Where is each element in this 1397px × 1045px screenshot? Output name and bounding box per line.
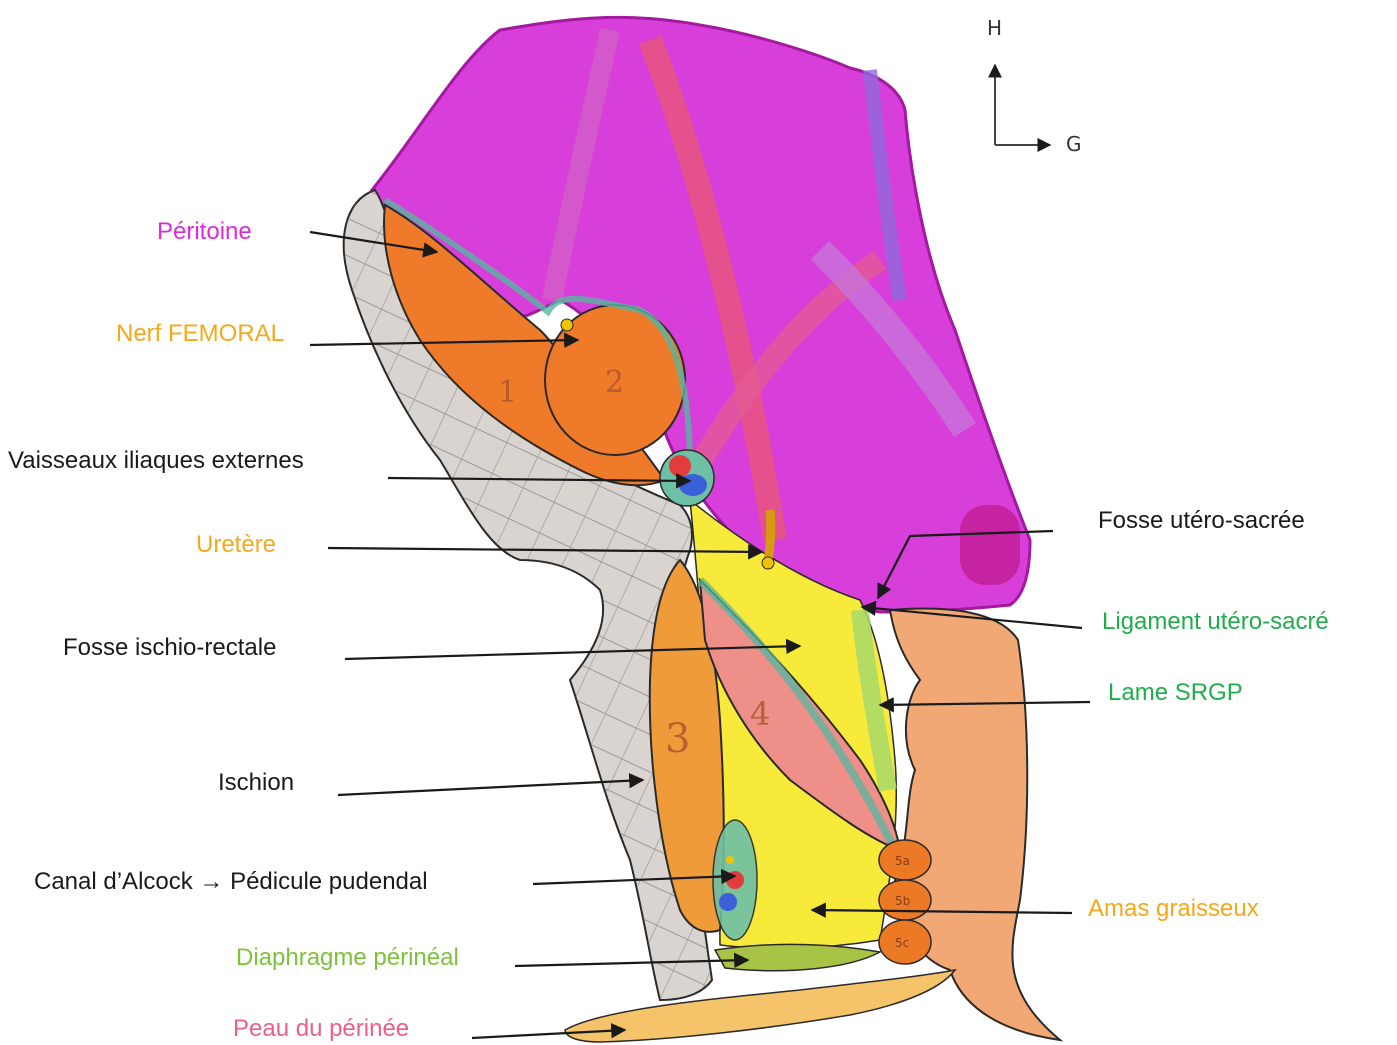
label-nerf-femoral: Nerf FEMORAL — [116, 320, 284, 348]
femoral-nerve-dot — [561, 319, 573, 331]
number-5a: 5a — [895, 854, 910, 868]
leader-ischion — [338, 780, 643, 795]
label-canal-alcock: Canal d’Alcock → Pédicule pudendal — [34, 868, 428, 896]
label-ischion: Ischion — [218, 769, 294, 797]
label-fosse-ischio: Fosse ischio-rectale — [63, 634, 276, 662]
orientation-arrows — [995, 65, 1050, 145]
number-1: 1 — [498, 375, 517, 410]
number-5c: 5c — [895, 936, 909, 950]
diaphragm-band — [715, 944, 880, 970]
label-uretere: Uretère — [196, 531, 276, 559]
orientation-up: H — [987, 16, 1002, 40]
ureter-end — [762, 557, 774, 569]
label-peau: Peau du périnée — [233, 1015, 409, 1043]
perineum-skin — [565, 970, 955, 1042]
iliac-artery — [669, 455, 691, 477]
number-5b: 5b — [895, 894, 910, 908]
pudendal-nerve — [726, 856, 734, 864]
orientation-right: G — [1066, 132, 1082, 156]
rectum-top — [960, 505, 1020, 585]
number-3: 3 — [665, 716, 690, 762]
iliac-vein — [679, 474, 707, 496]
label-lame-srgp: Lame SRGP — [1108, 679, 1243, 707]
label-amas: Amas graisseux — [1088, 895, 1259, 923]
label-peritoine: Péritoine — [157, 218, 252, 246]
number-2: 2 — [605, 365, 624, 400]
label-diaphragme: Diaphragme périnéal — [236, 944, 459, 972]
ureter — [768, 510, 771, 562]
label-vaisseaux: Vaisseaux iliaques externes — [8, 447, 304, 475]
label-fosse-utero: Fosse utéro-sacrée — [1098, 507, 1305, 535]
pudendal-artery — [726, 871, 744, 889]
leader-diaphragme — [515, 960, 748, 966]
label-ligament-utero: Ligament utéro-sacré — [1102, 608, 1329, 636]
pudendal-vein — [719, 893, 737, 911]
number-4: 4 — [750, 695, 770, 733]
